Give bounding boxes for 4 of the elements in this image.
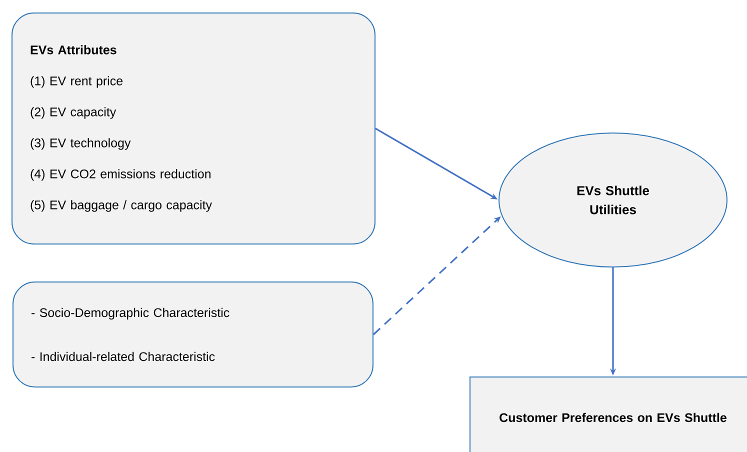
- rounded-box: EVs Attributes (1) EV rent price (2) EV capacity (3) EV technology (4) EV CO2 emissions reduction (5) EV baggage / cargo capacity: [12, 12, 376, 244]
- rounded-box: - Socio-Demographic Characteristic - Individual-related Characteristic: [12, 281, 374, 388]
- process-box: Customer Preferences on EVs Shuttle: [470, 376, 747, 452]
- ellipse-node: EVs Shuttle Utilities: [498, 132, 728, 268]
